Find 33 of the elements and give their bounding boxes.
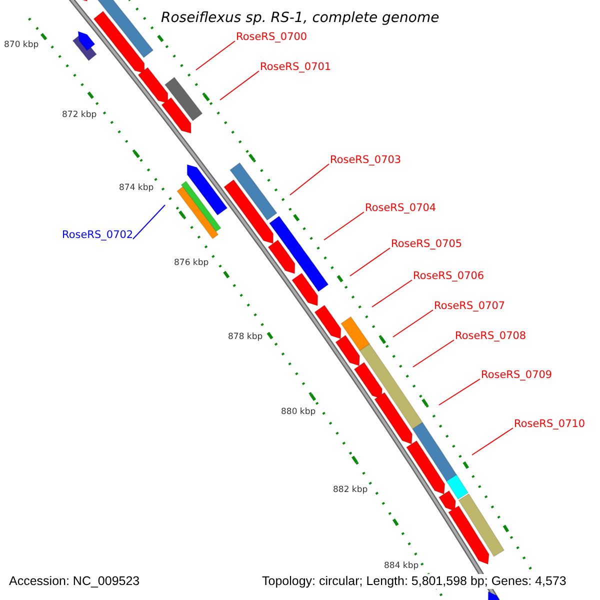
accession-text: Accession: NC_009523 — [9, 574, 140, 589]
leader-line — [220, 70, 260, 100]
gene-label: RoseRS_0704 — [365, 202, 436, 214]
gene-label: RoseRS_0706 — [413, 270, 484, 282]
leader-line — [196, 40, 236, 70]
gene-label: RoseRS_0701 — [260, 61, 332, 73]
gene-label: RoseRS_0708 — [455, 330, 526, 342]
leader-line — [472, 428, 514, 456]
gene-label: RoseRS_0702 — [62, 229, 134, 241]
leader-line — [392, 310, 434, 338]
gene-label: RoseRS_0710 — [514, 418, 586, 430]
scale-label: 870 kbp — [4, 40, 39, 50]
gene-label: RoseRS_0709 — [481, 369, 552, 381]
map-title: Roseiflexus sp. RS-1, complete genome — [161, 9, 440, 27]
gene-label: RoseRS_0705 — [391, 238, 462, 250]
leader-line — [372, 280, 412, 308]
gene-label: RoseRS_0700 — [236, 31, 308, 43]
leader-line — [290, 164, 330, 196]
leader-line — [324, 212, 364, 240]
leader-line — [438, 378, 480, 406]
gene-label: RoseRS_0707 — [434, 300, 506, 312]
gene-label: RoseRS_0703 — [330, 154, 402, 166]
scale-label: 880 kbp — [281, 407, 316, 417]
genome-info-text: Topology: circular; Length: 5,801,598 bp; Genes: 4,573 — [262, 574, 566, 589]
leader-line — [412, 340, 454, 368]
scale-label: 878 kbp — [228, 332, 263, 342]
leader-line — [350, 248, 390, 276]
scale-label: 884 kbp — [384, 561, 419, 571]
leader-line — [132, 204, 166, 240]
scale-label: 876 kbp — [174, 258, 209, 268]
scale-label: 872 kbp — [62, 110, 97, 120]
scale-label: 874 kbp — [119, 183, 154, 193]
scale-label: 882 kbp — [333, 485, 368, 495]
